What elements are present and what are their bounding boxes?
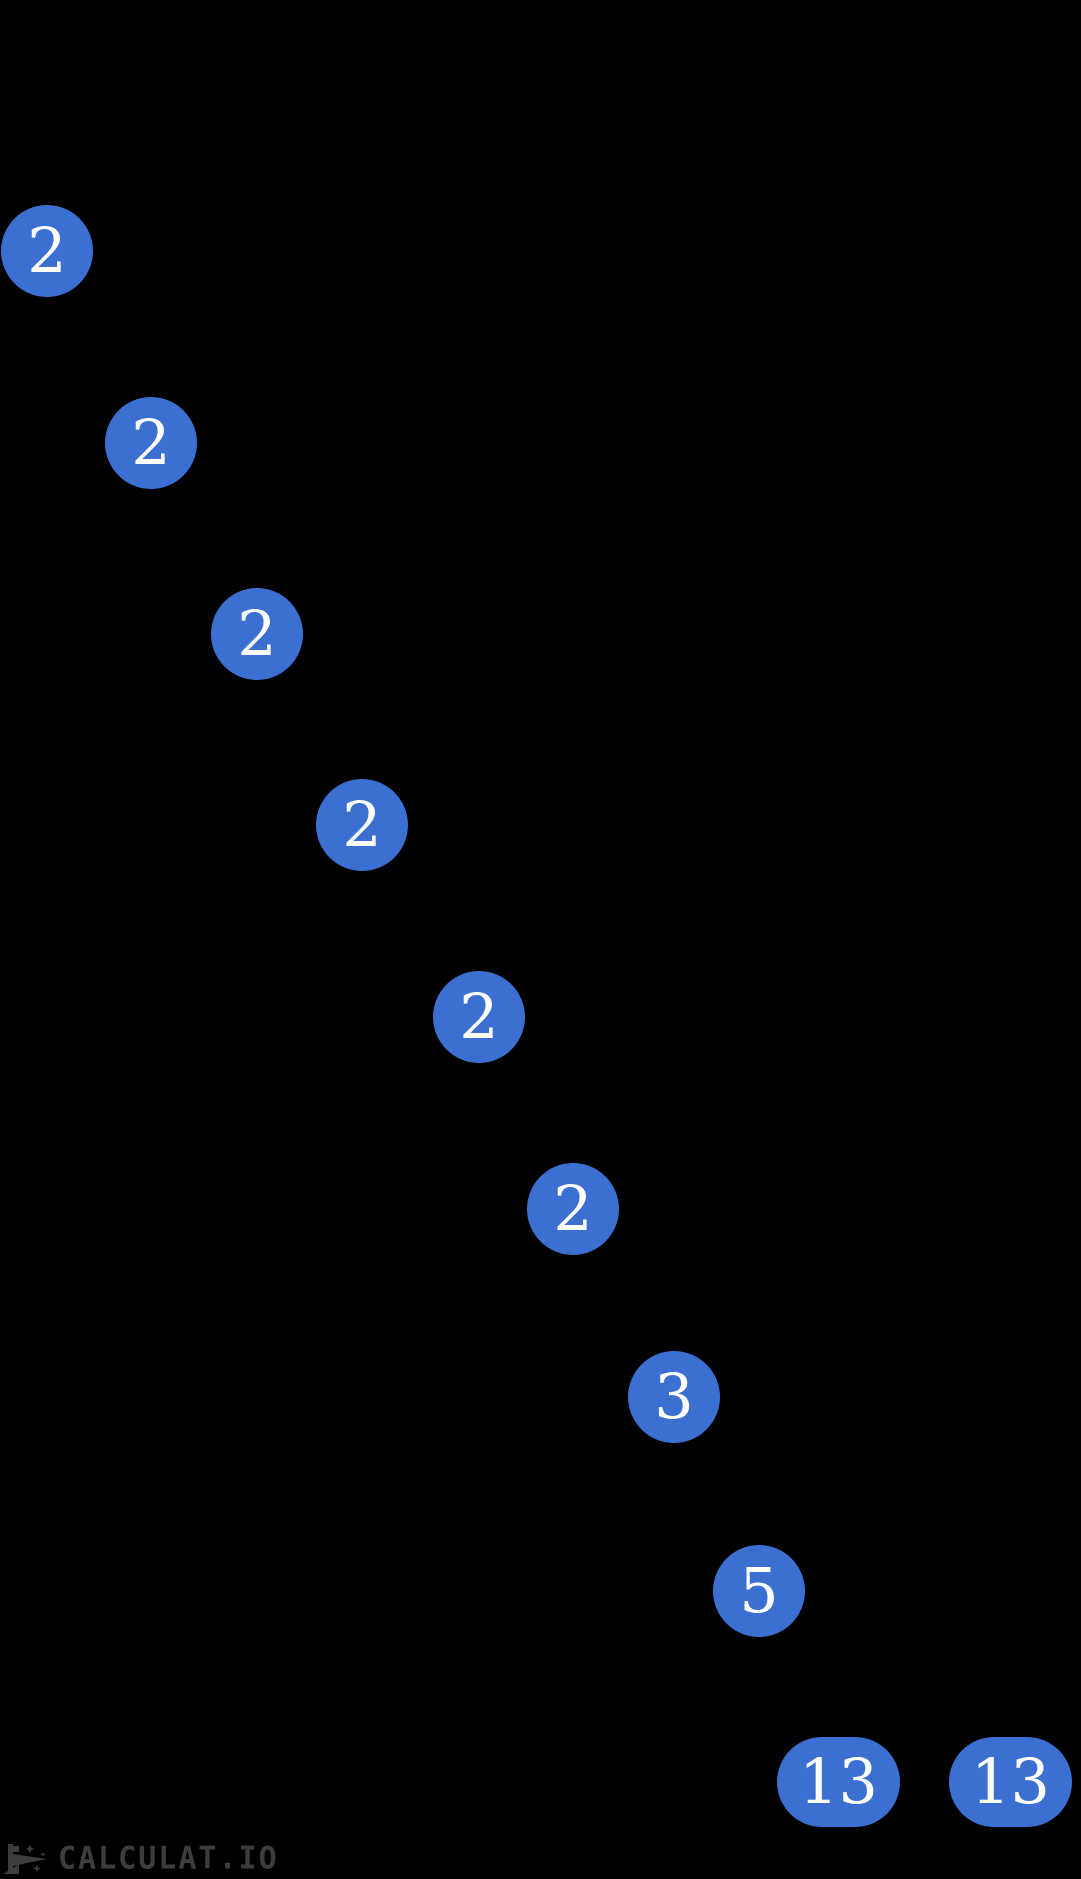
factor-node-2-0: 2	[1, 205, 93, 297]
watermark-text: CALCULAT.IO	[58, 1840, 279, 1877]
factor-node-5-7: 5	[713, 1545, 805, 1637]
factor-node-13-9: 13	[949, 1737, 1072, 1827]
watermark: CALCULAT.IO	[3, 1841, 279, 1877]
factor-node-2-5: 2	[527, 1163, 619, 1255]
rocket-icon	[3, 1843, 47, 1874]
factor-node-2-3: 2	[316, 779, 408, 871]
factor-node-2-2: 2	[211, 588, 303, 680]
factor-node-3-6: 3	[628, 1351, 720, 1443]
factor-node-2-1: 2	[105, 397, 197, 489]
factor-node-2-4: 2	[433, 971, 525, 1063]
factor-node-13-8: 13	[777, 1737, 900, 1827]
